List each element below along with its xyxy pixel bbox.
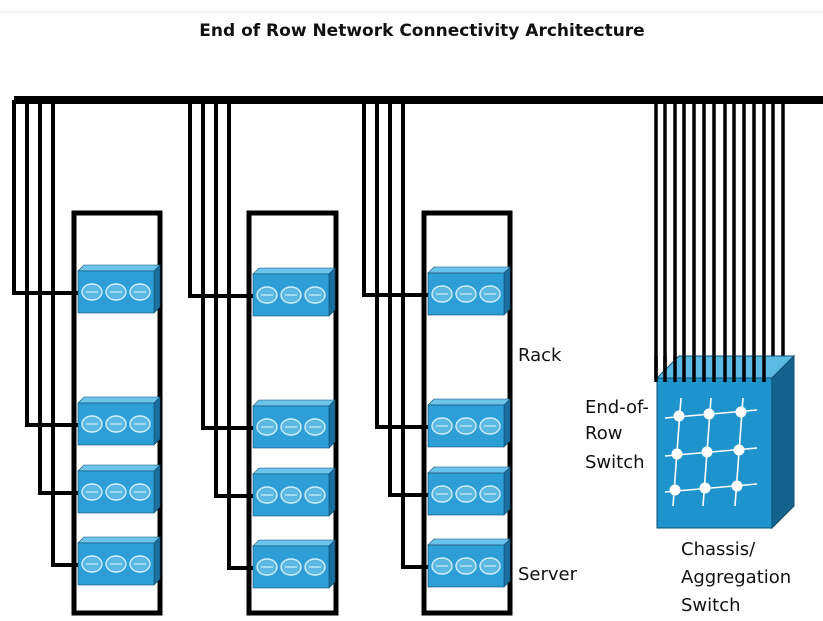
server-top-face <box>252 467 336 475</box>
server-unit <box>77 396 161 446</box>
server-unit <box>427 266 511 316</box>
server-side-face <box>328 539 336 589</box>
uplink-cable <box>38 100 78 495</box>
server-side-face <box>328 267 336 317</box>
uplink-cable <box>214 100 253 498</box>
fabric-node <box>701 446 713 458</box>
server-side-face <box>503 466 511 516</box>
backbone-bar <box>14 96 823 104</box>
server-top-face <box>77 264 161 272</box>
server-top-face <box>252 267 336 275</box>
fabric-node <box>673 410 685 422</box>
fabric-node <box>703 408 715 420</box>
fabric-node <box>731 480 743 492</box>
rack-2 <box>188 100 339 616</box>
eor-switch-group <box>654 100 796 530</box>
uplink-cable <box>401 100 428 569</box>
uplink-cable <box>51 100 78 567</box>
fabric-node <box>669 484 681 496</box>
server-unit <box>252 467 336 517</box>
server-top-face <box>77 536 161 544</box>
server-top-face <box>77 396 161 404</box>
chassis-label-line-2: Aggregation <box>681 567 791 588</box>
rack-3 <box>362 100 513 616</box>
uplink-cable <box>188 100 253 298</box>
server-unit <box>77 264 161 314</box>
server-unit <box>252 399 336 449</box>
server-side-face <box>328 467 336 517</box>
chassis-label-line-3: Switch <box>681 595 741 616</box>
fabric-node <box>735 406 747 418</box>
server-top-face <box>427 266 511 274</box>
uplink-cable <box>12 100 78 295</box>
server-side-face <box>153 264 161 314</box>
uplink-cable <box>25 100 78 427</box>
server-top-face <box>427 538 511 546</box>
server-side-face <box>153 396 161 446</box>
diagram-title: End of Row Network Connectivity Architec… <box>199 21 644 41</box>
server-unit <box>427 466 511 516</box>
server-unit <box>77 536 161 586</box>
racks-group <box>12 100 513 616</box>
chassis-label-line-1: Chassis/ <box>681 539 756 560</box>
rack-label: Rack <box>518 345 562 366</box>
server-side-face <box>153 536 161 586</box>
server-side-face <box>503 266 511 316</box>
server-side-face <box>328 399 336 449</box>
fabric-node <box>671 448 683 460</box>
eor-switch-label-line-3: Switch <box>585 452 645 473</box>
server-unit <box>252 267 336 317</box>
switch-side-face <box>771 354 795 530</box>
uplink-cable <box>201 100 253 430</box>
server-unit <box>427 398 511 448</box>
server-top-face <box>427 398 511 406</box>
server-top-face <box>77 464 161 472</box>
rack-1 <box>12 100 163 616</box>
eor-switch-label-line-1: End-of- <box>585 397 649 418</box>
server-unit <box>427 538 511 588</box>
server-top-face <box>252 539 336 547</box>
server-side-face <box>503 398 511 448</box>
server-top-face <box>427 466 511 474</box>
server-side-face <box>503 538 511 588</box>
server-label: Server <box>518 564 578 585</box>
server-unit <box>77 464 161 514</box>
uplink-cable <box>375 100 428 429</box>
rack-frame <box>246 210 339 616</box>
uplink-cable <box>362 100 428 297</box>
uplink-cable <box>388 100 428 497</box>
eor-switch-label-line-2: Row <box>585 423 622 444</box>
server-top-face <box>252 399 336 407</box>
fabric-node <box>733 444 745 456</box>
fabric-node <box>699 482 711 494</box>
server-side-face <box>153 464 161 514</box>
uplink-cable <box>227 100 253 570</box>
server-unit <box>252 539 336 589</box>
